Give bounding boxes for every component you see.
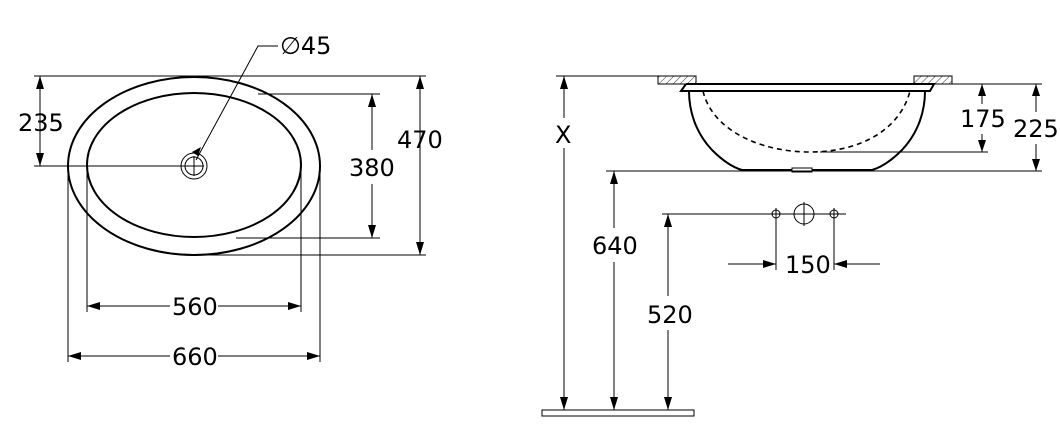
basin-inner-bowl	[86, 92, 302, 238]
basin-rim-profile	[679, 83, 936, 92]
floor-plate	[541, 409, 695, 417]
dimension-175-label: 175	[960, 105, 1006, 133]
pipe-connection-right-icon	[828, 208, 840, 220]
diameter-arrowhead	[192, 147, 201, 156]
diameter-label: ∅45	[280, 32, 331, 60]
dimension-235: 235	[18, 76, 64, 166]
pipe-connection-center-icon	[792, 202, 816, 226]
dimension-380: 380	[349, 94, 395, 238]
pipe-connection-left-icon	[770, 208, 782, 220]
basin-bowl-profile	[688, 90, 926, 171]
dimension-x: X	[555, 76, 571, 410]
countertop-left-hatch	[657, 75, 697, 85]
drain-outlet	[791, 167, 813, 173]
dimension-225-label: 225	[1013, 115, 1059, 143]
dimension-150: 150	[728, 251, 880, 279]
countertop-right-hatch	[913, 75, 953, 85]
dimension-175: 175	[960, 84, 1006, 152]
dimension-660-label: 660	[172, 343, 218, 371]
inner-bowl-dashed	[702, 90, 911, 153]
dimension-640: 640	[592, 171, 638, 410]
dimension-560: 560	[87, 293, 301, 321]
dimension-225: 225	[1013, 84, 1059, 171]
side-view: X 640 520 175	[541, 75, 1059, 417]
dimension-x-label: X	[555, 121, 571, 149]
dimension-470-label: 470	[397, 126, 443, 154]
dimension-660: 660	[68, 343, 320, 371]
dimension-470: 470	[397, 76, 443, 255]
dimension-235-label: 235	[18, 109, 64, 137]
dimension-640-label: 640	[592, 232, 638, 260]
dimension-520: 520	[647, 214, 693, 410]
dimension-150-label: 150	[785, 251, 831, 279]
top-view: ∅45 235 470 380	[18, 32, 443, 371]
dimension-520-label: 520	[647, 301, 693, 329]
dimension-380-label: 380	[349, 154, 395, 182]
dimension-560-label: 560	[172, 293, 218, 321]
diameter-leader-line	[195, 45, 278, 161]
